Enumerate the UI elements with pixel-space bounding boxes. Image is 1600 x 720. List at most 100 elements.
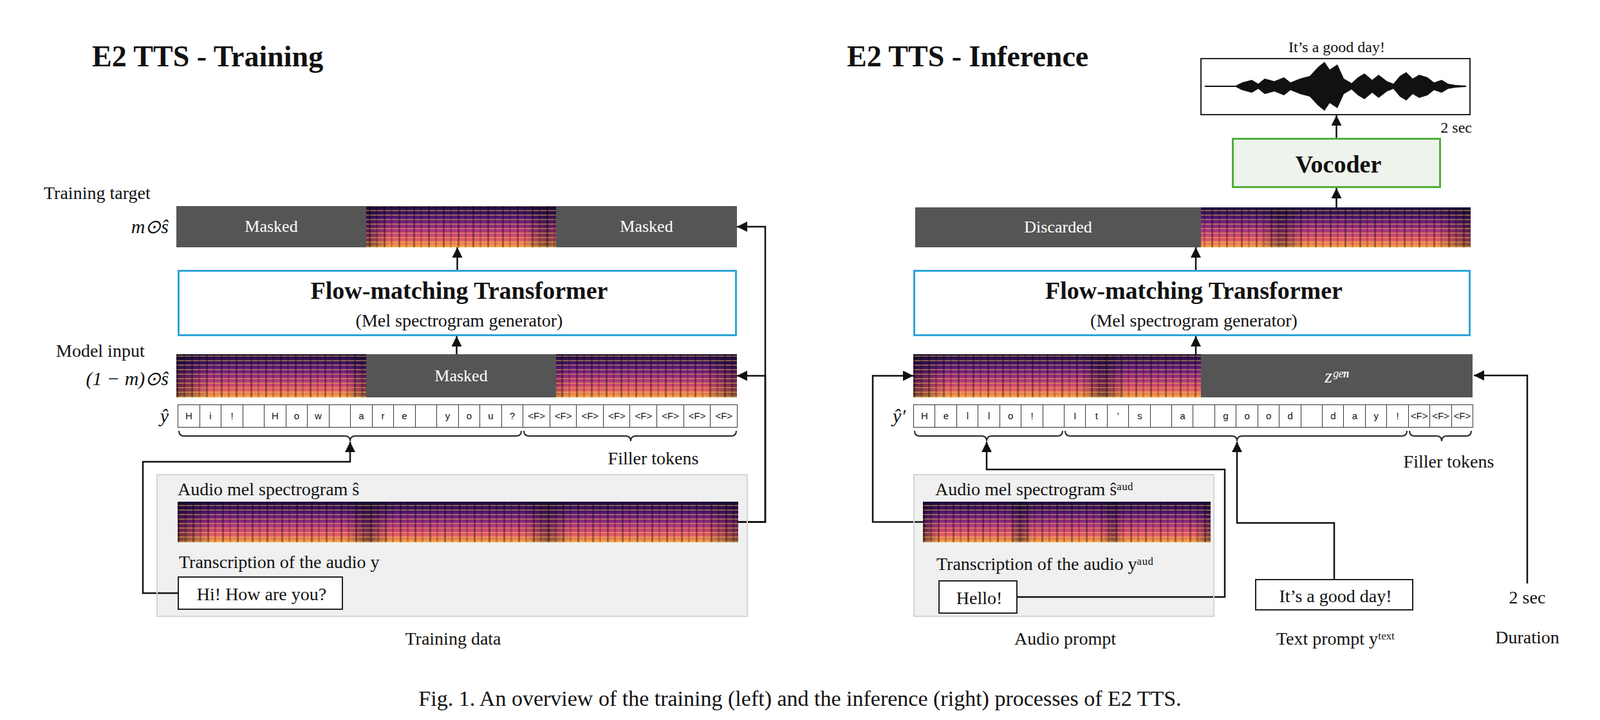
token-text: d (1287, 409, 1293, 421)
masked-text: Masked (619, 216, 673, 237)
token-text: I (1073, 409, 1077, 421)
prompt-text: It’s a good day! (1279, 585, 1393, 606)
token-symbol: ŷ (160, 404, 169, 428)
token-cell (1192, 404, 1216, 428)
waveform-box: It’s a good day!2 sec (1200, 57, 1471, 116)
panel-title: E2 TTS - Training (92, 39, 324, 75)
band-math: (1 − m)⊙ŝ (85, 367, 169, 391)
token-text: H (920, 409, 929, 421)
token-text: o (1265, 409, 1272, 421)
transformer-box: Flow-matching Transformer (Mel spectrogra… (177, 269, 737, 336)
box-title: Flow-matching Transformer (1045, 276, 1343, 306)
masked-text: Masked (434, 366, 488, 386)
transcript-box: Transcription of the audio yᵃᵘᵈHello! (938, 579, 1018, 614)
discarded-text: Discarded (1023, 217, 1092, 237)
token-text: i (209, 409, 212, 421)
arrow-connector (872, 375, 923, 522)
waveform-duration: 2 sec (1440, 119, 1472, 138)
prompt-label: Text prompt yᵗᵉˣᵗ (1276, 628, 1395, 649)
spectrogram: Audio mel spectrogram ŝᵃᵘᵈ (922, 501, 1211, 542)
input-band: zᵍᵉⁿ (913, 353, 1473, 398)
token-text: a (1352, 409, 1358, 421)
box-subtitle: (Mel spectrogram generator) (355, 309, 564, 331)
data-panel: Training dataAudio mel spectrogram ŝTran… (156, 473, 748, 617)
masked-box: Masked (556, 205, 737, 248)
prompt-panel: Audio promptAudio mel spectrogram ŝᵃᵘᵈTr… (913, 473, 1215, 617)
duration-arrow (1473, 375, 1528, 584)
band-label: Model input (55, 340, 145, 362)
arrow-connector (456, 247, 459, 270)
duration-label: Duration (1495, 626, 1560, 648)
transcript-box: Transcription of the audio yHi! How are … (177, 576, 344, 610)
arrow-connector (736, 226, 766, 522)
arrow-connector (1195, 247, 1198, 270)
token-text: <F> (1432, 409, 1450, 421)
text-prompt-box: It’s a good day!Text prompt yᵗᵉˣᵗ (1255, 578, 1414, 611)
token-cell (1042, 404, 1066, 428)
token-text: y (445, 409, 451, 421)
token-text: <F> (635, 409, 653, 421)
token-text: s (1137, 409, 1143, 421)
token-text: e (401, 409, 407, 421)
brace (914, 430, 1063, 441)
token-text: t (1095, 409, 1098, 421)
panel-fill (913, 473, 1215, 617)
figure-caption: Fig. 1. An overview of the training (lef… (418, 685, 1182, 711)
spectrogram: Audio mel spectrogram ŝ (177, 501, 739, 542)
token-cell (1300, 404, 1324, 428)
token-text: d (1330, 409, 1336, 421)
band-label: Training target (43, 182, 151, 204)
transcript-text: Hi! How are you? (196, 583, 327, 605)
token-cell (415, 404, 438, 428)
waveform (1204, 61, 1467, 111)
vocoder-box: Vocoder (1231, 137, 1442, 188)
token-text: <F> (715, 409, 733, 421)
spectrogram-label: Audio mel spectrogram ŝ (177, 478, 360, 500)
token-text: l (966, 409, 969, 421)
token-text: y (1374, 409, 1380, 421)
token-text: <F> (527, 409, 546, 421)
token-text: l (987, 409, 990, 421)
model-input-band: Model input(1 − m)⊙ŝMasked (176, 353, 737, 398)
token-text: u (487, 409, 494, 421)
transcript-text: Hello! (956, 587, 1003, 609)
token-text: a (358, 409, 364, 421)
token-text: H (185, 409, 193, 421)
panel-fill (156, 473, 748, 617)
panel-title: E2 TTS - Inference (846, 39, 1089, 75)
token-text: <F> (554, 409, 573, 421)
token-text: ! (1396, 409, 1400, 421)
brace (178, 430, 522, 441)
token-row: ŷ′Hello!It’sagoodday!<F><F><F> (913, 404, 1473, 442)
spectrogram-label: Audio mel spectrogram ŝᵃᵘᵈ (935, 478, 1134, 500)
filler-label: Filler tokens (608, 447, 699, 469)
panel-label: Audio prompt (1014, 628, 1117, 649)
arrow-connector (1335, 115, 1338, 138)
token-text: g (1222, 409, 1228, 421)
panel-label: Training data (404, 628, 501, 649)
token-text: <F> (1410, 409, 1429, 421)
token-row: ŷHi!Howareyou?<F><F><F><F><F><F><F><F> (177, 404, 737, 442)
noise-label: zᵍᵉⁿ (1324, 364, 1349, 388)
brace (523, 430, 737, 441)
transcript-label: Transcription of the audio y (178, 551, 380, 573)
token-cell (242, 404, 266, 428)
token-text: ! (230, 409, 233, 421)
token-text: <F> (1453, 409, 1472, 421)
braces (178, 430, 1472, 441)
token-text: <F> (688, 409, 707, 421)
token-text: a (1179, 409, 1185, 421)
token-text: H (271, 409, 279, 421)
training-target-band: Training targetm⊙ŝMaskedMasked (176, 205, 737, 248)
output-band: Discarded (915, 207, 1471, 248)
token-text: ’ (1117, 409, 1120, 421)
transformer-box: Flow-matching Transformer (Mel spectrogra… (913, 269, 1471, 336)
token-symbol: ŷ′ (892, 404, 906, 428)
arrow-connector (1195, 335, 1198, 354)
box-title: Flow-matching Transformer (310, 276, 609, 306)
box-title: Vocoder (1295, 150, 1382, 179)
box-subtitle: (Mel spectrogram generator) (1090, 309, 1298, 331)
brace (1409, 430, 1472, 441)
token-text: ? (509, 409, 515, 421)
